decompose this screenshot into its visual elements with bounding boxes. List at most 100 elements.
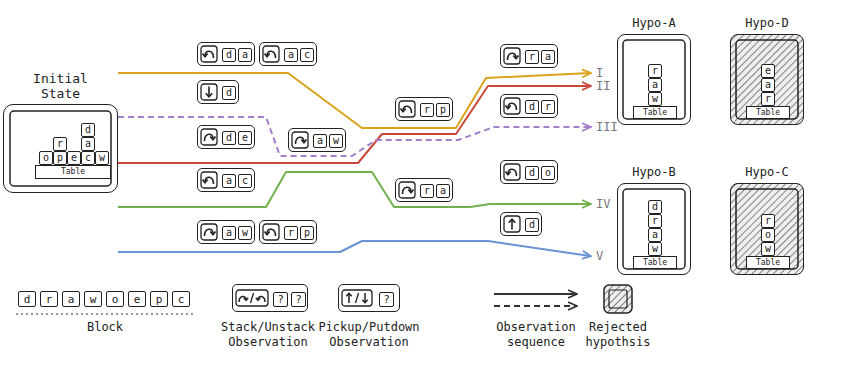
table-slab: Table (633, 256, 677, 269)
block-tile: w (329, 134, 343, 148)
block-tile: d (18, 291, 36, 307)
block-tile: r (541, 100, 555, 114)
panel-heading: Hypo-A (618, 16, 690, 31)
table-label: Table (756, 259, 780, 267)
legend-item: Block (51, 320, 159, 335)
block-tile: a (238, 48, 252, 62)
observation-box: ac (197, 168, 255, 192)
block-letter: r (765, 94, 771, 104)
block-tile: d (525, 218, 539, 232)
label-holder: II (596, 79, 610, 93)
block-letter: p (57, 153, 63, 163)
block-tile: ? (273, 292, 288, 307)
table-label: Table (61, 168, 85, 176)
observation-box: de (197, 125, 255, 149)
observation-box: d (197, 80, 239, 104)
block-letter: w (99, 153, 105, 163)
sequence-label: I (596, 66, 603, 80)
label-holder: I (596, 66, 603, 80)
label-holder: V (596, 249, 603, 263)
block-letter: d (529, 102, 535, 112)
block-letter: a (242, 50, 248, 60)
block-letter: a (440, 186, 446, 196)
block-tile: d (648, 200, 662, 214)
block-tile: o (761, 228, 775, 242)
block-letter: a (85, 139, 91, 149)
block-letter: c (242, 176, 248, 186)
sequence-label: IV (596, 197, 610, 211)
block-tile: a (62, 291, 80, 307)
legend-artwork (16, 284, 632, 314)
block-tile: ? (379, 292, 394, 307)
observation-box: ac (259, 42, 317, 66)
block-tile: r (525, 50, 539, 64)
block-tile: c (81, 151, 95, 165)
block-letter: e (71, 153, 77, 163)
block-tile: a (648, 228, 662, 242)
block-tile: w (648, 242, 662, 256)
hypothesis-panel: Hypo-BdrawTable (617, 183, 691, 275)
block-tile: p (436, 103, 450, 117)
block-tile: r (648, 64, 662, 78)
legend-item: Stack/Unstack Observation (214, 320, 322, 350)
block-letter: w (242, 228, 248, 238)
block-tile: c (300, 48, 314, 62)
block-letter: a (288, 50, 294, 60)
table-slab: Table (746, 256, 790, 269)
block-tile: p (150, 291, 168, 307)
block-letter: ? (295, 294, 302, 305)
block-tile: a (313, 134, 327, 148)
block-letter: c (85, 153, 91, 163)
observation-box: aw (288, 128, 346, 152)
block-tile: w (95, 151, 109, 165)
block-letter: r (57, 139, 63, 149)
block-letter: r (765, 216, 771, 226)
observation-box: ? (338, 284, 400, 312)
block-tile: a (541, 50, 555, 64)
table-label: Table (643, 259, 667, 267)
hypothesis-panel: Hypo-DearTable (730, 34, 804, 125)
panel-inner-frame (10, 111, 111, 186)
block-tile: a (222, 174, 236, 188)
block-letter: o (765, 230, 771, 240)
block-letter: d (226, 50, 232, 60)
block-tile: w (84, 291, 102, 307)
block-tile: w (238, 226, 252, 240)
block-tile: a (761, 78, 775, 92)
legend-text: Rejected hypothsis (564, 320, 672, 350)
block-letter: r (652, 66, 658, 76)
observation-box: d (500, 212, 542, 236)
block-letter: ? (383, 294, 390, 305)
block-letter: r (545, 102, 551, 112)
block-letter: w (90, 294, 97, 305)
block-letter: a (652, 80, 658, 90)
block-letter: r (424, 105, 430, 115)
sequence-line (118, 73, 590, 128)
block-letter: p (304, 228, 310, 238)
block-letter: d (226, 88, 232, 98)
block-letter: w (652, 94, 658, 104)
observation-box: ra (500, 44, 558, 68)
block-tile: a (81, 137, 95, 151)
sequence-line (118, 86, 590, 163)
block-letter: d (226, 133, 232, 143)
block-tile: e (761, 64, 775, 78)
observation-icons (197, 42, 558, 244)
hypothesis-panel: Hypo-CrowTable (730, 183, 804, 275)
block-tile: r (761, 92, 775, 106)
block-tile: d (525, 166, 539, 180)
block-tile: e (238, 131, 252, 145)
block-tile: o (541, 166, 555, 180)
observation-box: rp (259, 220, 317, 244)
legend-item: Pickup/Putdown Observation (315, 320, 423, 350)
block-tile: p (53, 151, 67, 165)
legend-text: Pickup/Putdown Observation (315, 320, 423, 350)
table-label: Table (643, 109, 667, 117)
block-letter: e (765, 66, 771, 76)
block-tile: w (761, 242, 775, 256)
block-letter: w (333, 136, 339, 146)
block-tile: p (300, 226, 314, 240)
table-slab: Table (633, 106, 677, 119)
observation-sequences (118, 73, 590, 256)
